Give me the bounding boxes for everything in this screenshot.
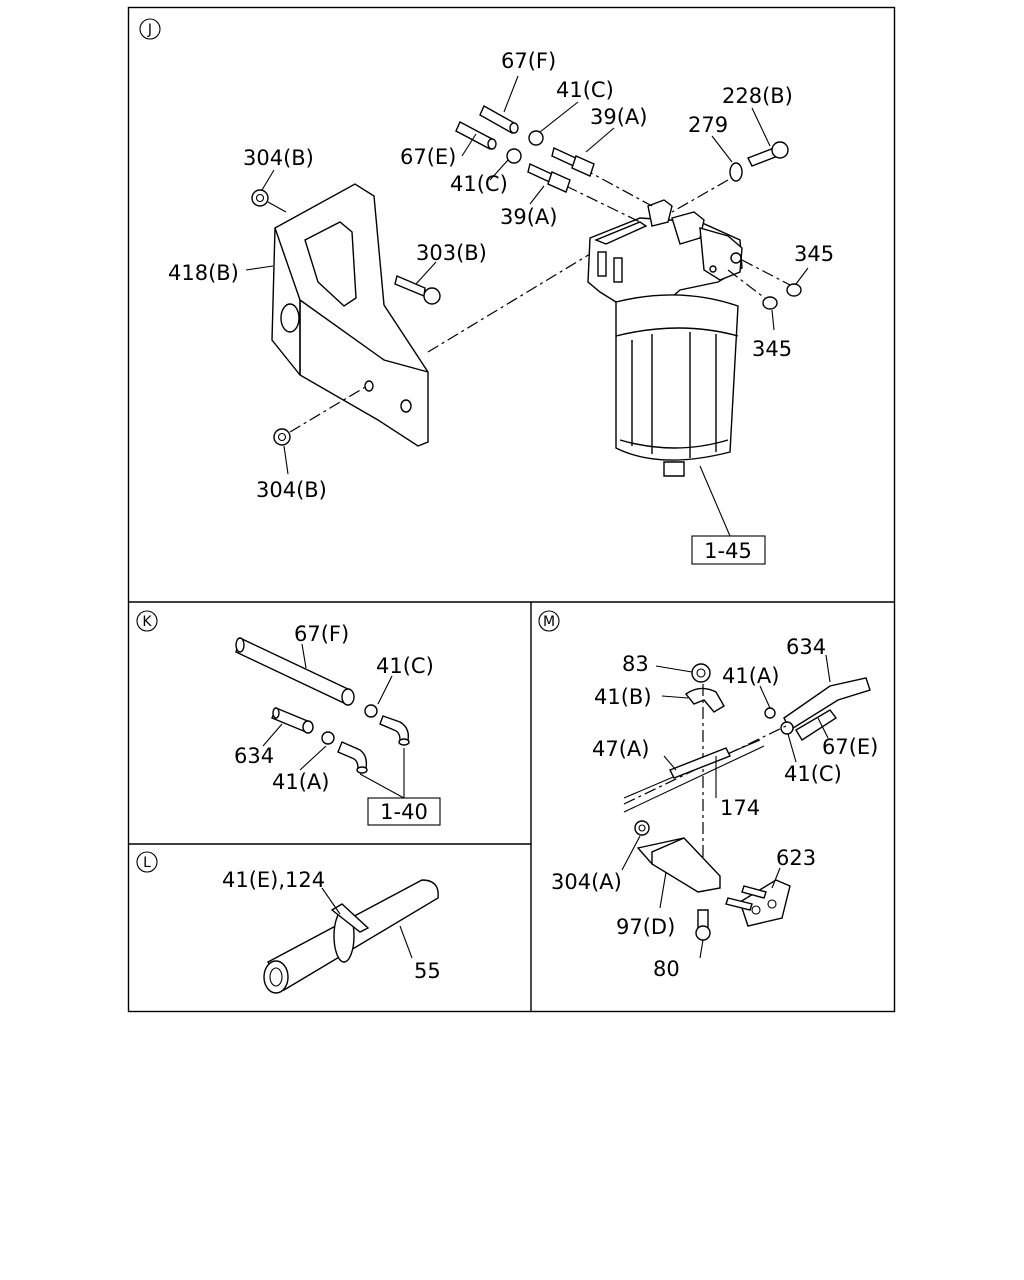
label-304b-top: 304(B) <box>243 146 314 170</box>
label-41e-124: 41(E),124 <box>222 868 325 892</box>
label-67f-k: 67(F) <box>294 622 349 646</box>
svg-text:K: K <box>142 614 152 630</box>
label-41a-m: 41(A) <box>722 664 779 688</box>
label-80: 80 <box>653 957 680 981</box>
panel-l-drawing <box>263 879 439 994</box>
panel-m-drawing <box>621 654 871 959</box>
svg-text:J: J <box>147 22 152 38</box>
label-279: 279 <box>688 113 728 137</box>
panel-m-labels: 83 634 41(A) 41(B) 47(A) 67(E) 41(C) 174… <box>551 635 878 981</box>
label-623: 623 <box>776 846 816 870</box>
svg-text:L: L <box>143 855 151 871</box>
label-41c: 41(C) <box>556 78 614 102</box>
panel-letter-l: L <box>136 851 158 873</box>
panel-j-labels: 67(F) 41(C) 39(A) 228(B) 279 304(B) 67(E… <box>168 49 834 565</box>
label-304a: 304(A) <box>551 870 622 894</box>
label-634-k: 634 <box>234 744 274 768</box>
label-41c-m: 41(C) <box>784 762 842 786</box>
panel-letter-m: M <box>538 610 560 632</box>
label-345-top: 345 <box>794 242 834 266</box>
label-634-m: 634 <box>786 635 826 659</box>
panel-j-drawing <box>245 75 809 537</box>
label-41c-2: 41(C) <box>450 172 508 196</box>
label-41a-k: 41(A) <box>272 770 329 794</box>
panel-k-labels: 67(F) 41(C) 634 41(A) 1-40 <box>234 622 441 826</box>
label-345-bottom: 345 <box>752 337 792 361</box>
label-47a: 47(A) <box>592 737 649 761</box>
label-228b: 228(B) <box>722 84 793 108</box>
panel-l-labels: 41(E),124 55 <box>222 868 441 983</box>
panel-k-drawing <box>235 637 410 799</box>
panel-letter-j: J <box>139 18 161 40</box>
label-39a: 39(A) <box>590 105 647 129</box>
label-418b: 418(B) <box>168 261 239 285</box>
label-41b: 41(B) <box>594 685 652 709</box>
label-97d: 97(D) <box>616 915 675 939</box>
label-67e-m: 67(E) <box>822 735 878 759</box>
label-303b: 303(B) <box>416 241 487 265</box>
label-67f: 67(F) <box>501 49 556 73</box>
panel-letter-k: K <box>136 610 158 632</box>
label-304b-bottom: 304(B) <box>256 478 327 502</box>
ref-box-1-40: 1-40 <box>380 800 428 824</box>
ref-box-1-45: 1-45 <box>704 539 752 563</box>
svg-text:M: M <box>543 614 555 630</box>
label-174: 174 <box>720 796 760 820</box>
label-39a-2: 39(A) <box>500 205 557 229</box>
label-67e: 67(E) <box>400 145 456 169</box>
label-83: 83 <box>622 652 649 676</box>
panel-frames <box>127 6 896 1013</box>
label-55: 55 <box>414 959 441 983</box>
label-41c-k: 41(C) <box>376 654 434 678</box>
